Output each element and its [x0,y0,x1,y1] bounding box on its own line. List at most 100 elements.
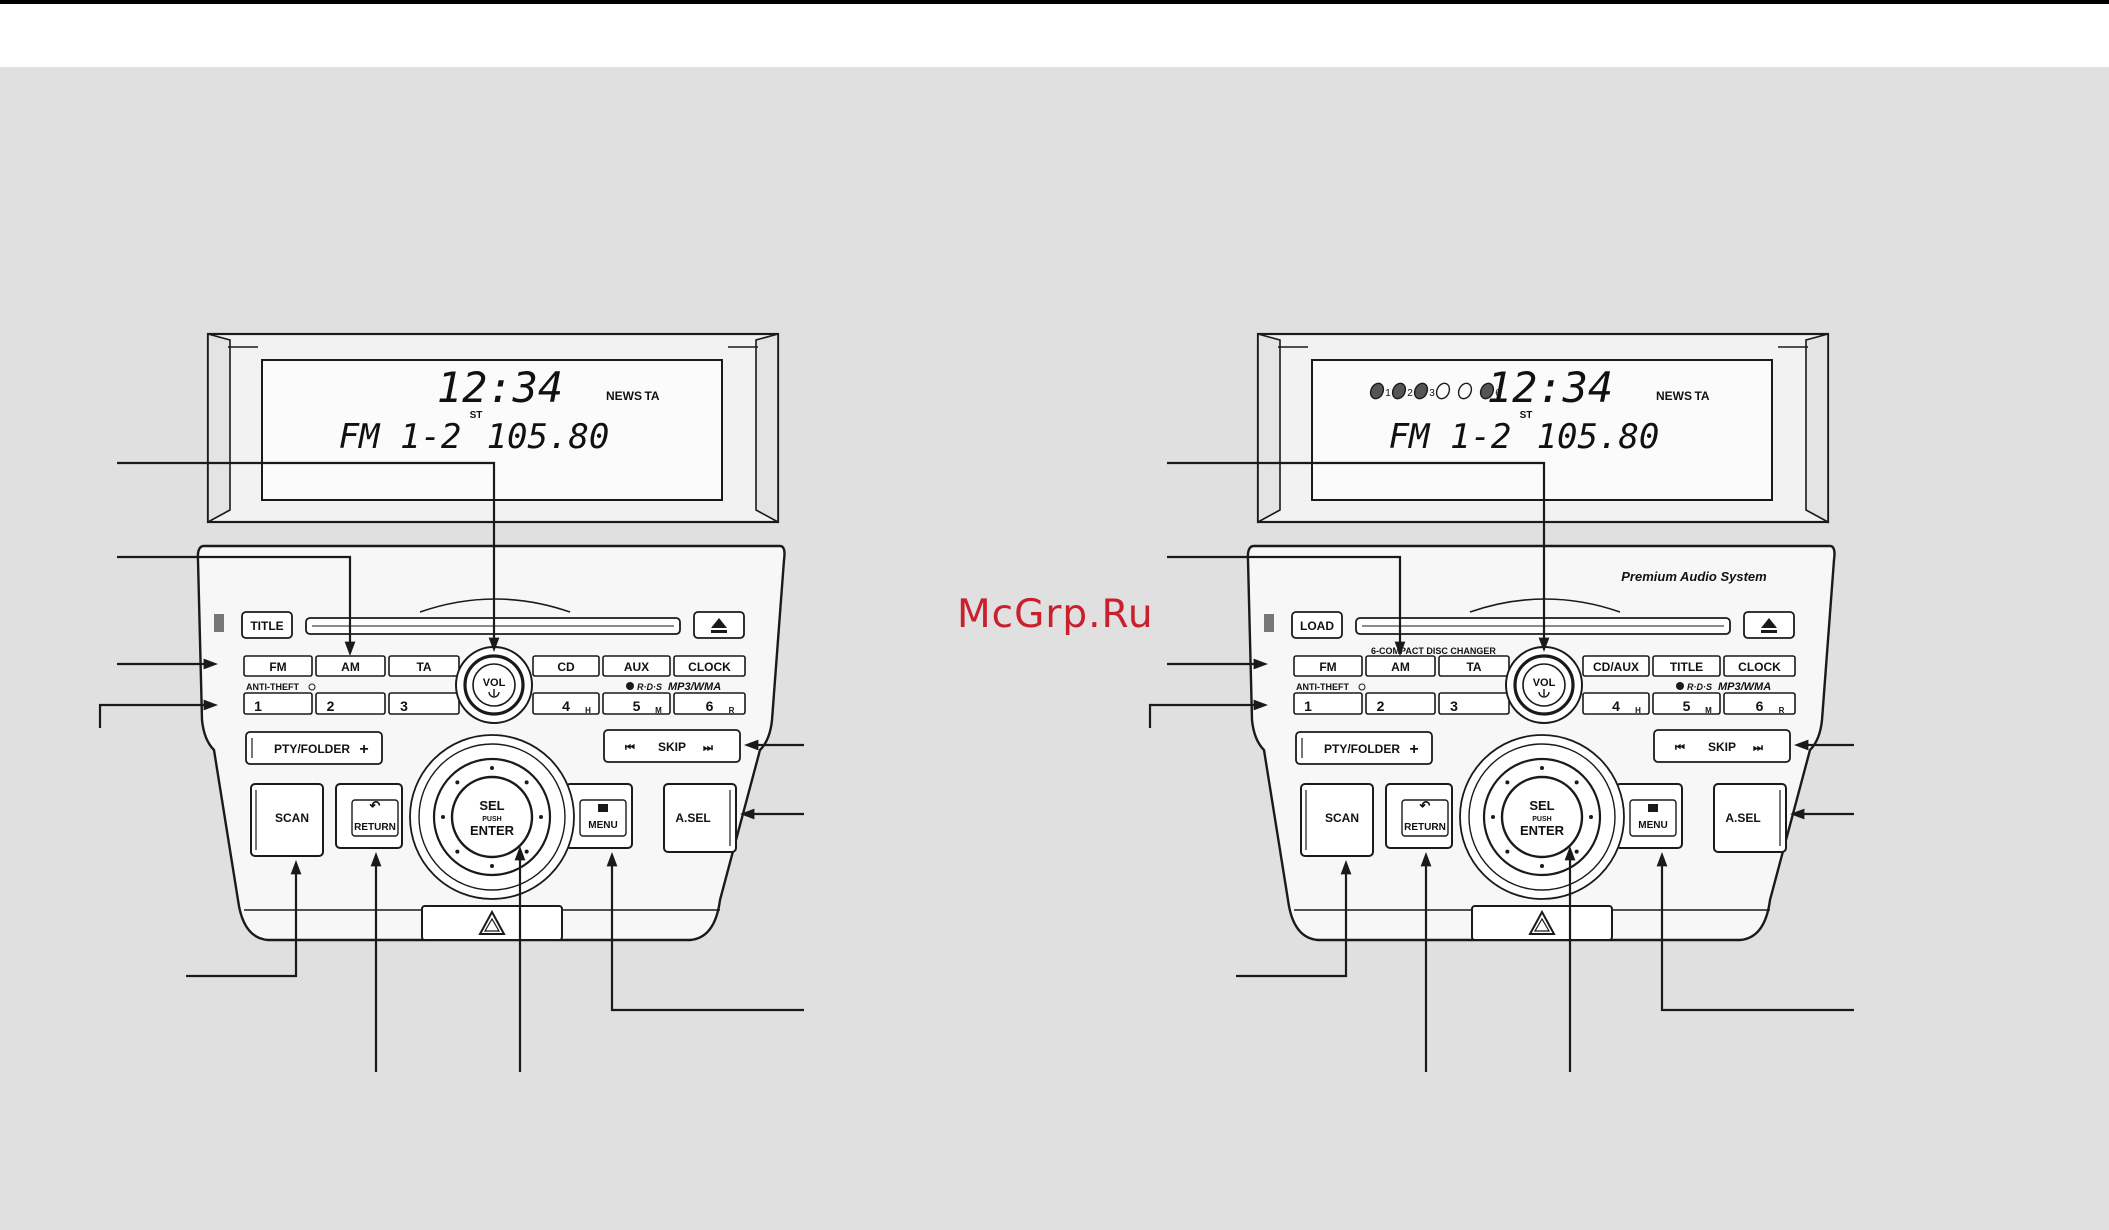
return-inner[interactable] [1401,799,1449,837]
skip-frame[interactable] [1653,729,1791,763]
band-button-4[interactable]: CD/AUX [1582,655,1650,677]
band-button-6[interactable]: CLOCK [673,655,746,677]
skip-button[interactable]: SKIP⏮⏭ [603,729,741,763]
band-button-3[interactable]: TA [388,655,460,677]
band-button-frame[interactable] [1652,655,1721,677]
band-button-1[interactable]: FM [1293,655,1363,677]
preset-button-frame[interactable] [243,692,313,715]
asel-button[interactable]: A.SEL [663,783,737,853]
preset-button-label: 2 [1377,698,1385,714]
return-button[interactable]: ↶RETURN [1385,783,1453,849]
scan-frame[interactable] [250,783,324,857]
preset-button-frame[interactable] [673,692,746,715]
volume-knob[interactable]: VOL [455,646,533,724]
band-button-frame[interactable] [532,655,600,677]
preset-button-frame[interactable] [1723,692,1796,715]
band-button-frame[interactable] [1293,655,1363,677]
volume-knob-cap[interactable] [1522,663,1566,707]
slot-button-label: TITLE [250,619,283,633]
volume-knob[interactable]: VOL [1505,646,1583,724]
band-button-2[interactable]: AM [315,655,386,677]
asel-frame[interactable] [663,783,737,853]
preset-button-frame[interactable] [1652,692,1721,715]
band-button-frame[interactable] [243,655,313,677]
preset-button-1[interactable]: 1 [1293,692,1363,715]
callout-volume [117,461,496,644]
menu-inner[interactable] [579,799,627,837]
preset-button-frame[interactable] [532,692,600,715]
band-button-5[interactable]: AUX [602,655,671,677]
preset-button-frame[interactable] [1438,692,1510,715]
slot-button-frame[interactable] [1291,611,1343,639]
slot-button-frame[interactable] [241,611,293,639]
callout-skip-arrowhead [1794,739,1809,751]
band-button-frame[interactable] [388,655,460,677]
preset-button-frame[interactable] [388,692,460,715]
hazard-frame[interactable] [421,905,563,941]
pty-folder-frame[interactable] [245,731,383,765]
hazard-frame[interactable] [1471,905,1613,941]
preset-button-frame[interactable] [1293,692,1363,715]
preset-button-3[interactable]: 3 [388,692,460,715]
slot-button[interactable]: LOAD [1291,611,1343,639]
hazard-button[interactable] [1471,905,1613,941]
slot-button-label: LOAD [1300,619,1334,633]
scan-frame[interactable] [1300,783,1374,857]
return-inner[interactable] [351,799,399,837]
menu-inner[interactable] [1629,799,1677,837]
selector-ring[interactable] [1468,743,1616,891]
band-button-4[interactable]: CD [532,655,600,677]
band-button-frame[interactable] [602,655,671,677]
band-button-2[interactable]: AM [1365,655,1436,677]
eject-button[interactable] [693,611,745,639]
skip-back-icon: ⏮ [625,742,635,754]
preset-button-2[interactable]: 2 [1365,692,1436,715]
band-button-frame[interactable] [1365,655,1436,677]
band-button-frame[interactable] [1582,655,1650,677]
band-button-frame[interactable] [1723,655,1796,677]
preset-button-frame[interactable] [1365,692,1436,715]
return-button[interactable]: ↶RETURN [335,783,403,849]
preset-button-3[interactable]: 3 [1438,692,1510,715]
selector-ring[interactable] [418,743,566,891]
band-button-1[interactable]: FM [243,655,313,677]
menu-button[interactable]: MENU [565,783,633,849]
pty-folder-button[interactable]: PTY/FOLDER+ [1295,731,1433,765]
hazard-button[interactable] [421,905,563,941]
skip-frame[interactable] [603,729,741,763]
band-button-frame[interactable] [1438,655,1510,677]
pty-folder-frame[interactable] [1295,731,1433,765]
scan-button[interactable]: SCAN [1300,783,1374,857]
preset-button-frame[interactable] [315,692,386,715]
preset-button-1[interactable]: 1 [243,692,313,715]
preset-button-2[interactable]: 2 [315,692,386,715]
eject-button[interactable] [1743,611,1795,639]
enter-button[interactable] [450,775,534,859]
scan-button[interactable]: SCAN [250,783,324,857]
enter-button[interactable] [1500,775,1584,859]
band-button-frame[interactable] [673,655,746,677]
band-button-5[interactable]: TITLE [1652,655,1721,677]
asel-button[interactable]: A.SEL [1713,783,1787,853]
asel-frame[interactable] [1713,783,1787,853]
pty-folder-button[interactable]: PTY/FOLDER+ [245,731,383,765]
preset-button-frame[interactable] [602,692,671,715]
band-button-frame[interactable] [315,655,386,677]
volume-knob-cap[interactable] [472,663,516,707]
band-button-3[interactable]: TA [1438,655,1510,677]
preset-button-frame[interactable] [1582,692,1650,715]
slot-button[interactable]: TITLE [241,611,293,639]
skip-button[interactable]: SKIP⏮⏭ [1653,729,1791,763]
band-button-6[interactable]: CLOCK [1723,655,1796,677]
menu-button[interactable]: MENU [1615,783,1683,849]
